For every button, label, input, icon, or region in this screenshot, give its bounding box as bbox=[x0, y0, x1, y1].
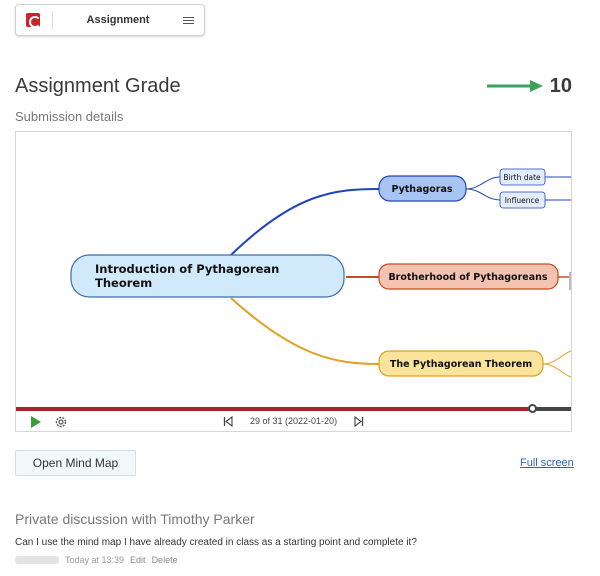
submission-details-label: Submission details bbox=[15, 109, 124, 124]
grade-value: 10 bbox=[549, 75, 572, 97]
sub-node-label: Birth date bbox=[503, 173, 541, 182]
app-header: Assignment bbox=[15, 4, 205, 36]
branch-label: The Pythagorean Theorem bbox=[390, 359, 532, 370]
connector-pythagoras bbox=[230, 188, 380, 256]
edit-link[interactable]: Edit bbox=[130, 555, 146, 565]
skip-next-icon[interactable] bbox=[354, 416, 364, 427]
connector-theorem bbox=[230, 297, 380, 365]
connector-theorem-tail bbox=[542, 350, 571, 365]
sub-node-label: Influence bbox=[505, 196, 540, 205]
frame-counter: 29 of 31 (2022-01-20) bbox=[250, 416, 338, 426]
timeline-handle[interactable] bbox=[528, 404, 538, 413]
mindmap-canvas: Introduction of Pythagorean Theorem Pyth… bbox=[70, 168, 572, 378]
header-divider bbox=[52, 11, 53, 29]
branch-node-brotherhood[interactable]: Brotherhood of Pythagoreans bbox=[378, 263, 559, 290]
discussion-meta: Today at 13:39 Edit Delete bbox=[15, 555, 178, 565]
player-controls: 29 of 31 (2022-01-20) bbox=[16, 411, 571, 431]
connector-theorem-tail2 bbox=[542, 363, 571, 378]
author-name-blurred bbox=[15, 556, 59, 564]
central-node-line2: Theorem bbox=[95, 276, 152, 290]
vertical-scrollbar[interactable] bbox=[569, 272, 572, 290]
timeline-progress[interactable] bbox=[16, 404, 571, 413]
connector-influence bbox=[465, 188, 501, 201]
central-node[interactable]: Introduction of Pythagorean Theorem bbox=[70, 254, 345, 298]
discussion-title: Private discussion with Timothy Parker bbox=[15, 511, 255, 527]
message-timestamp: Today at 13:39 bbox=[65, 555, 125, 565]
full-screen-link[interactable]: Full screen bbox=[520, 457, 574, 469]
central-node-line1: Introduction of Pythagorean bbox=[95, 262, 279, 276]
mindmap-viewer[interactable]: Introduction of Pythagorean Theorem Pyth… bbox=[15, 131, 572, 432]
page-title: Assignment Grade bbox=[15, 75, 181, 97]
sub-node-birthdate[interactable]: Birth date bbox=[499, 168, 546, 186]
open-mind-map-button[interactable]: Open Mind Map bbox=[15, 450, 136, 476]
skip-previous-icon[interactable] bbox=[223, 416, 233, 427]
sub-node-influence[interactable]: Influence bbox=[499, 191, 546, 209]
arrow-right-icon bbox=[487, 80, 543, 92]
branch-label: Pythagoras bbox=[391, 184, 452, 195]
delete-link[interactable]: Delete bbox=[151, 555, 178, 565]
header-title: Assignment bbox=[86, 14, 150, 26]
hamburger-icon[interactable] bbox=[183, 16, 194, 24]
timeline-progress-fill bbox=[16, 407, 533, 411]
play-icon[interactable] bbox=[31, 416, 41, 428]
branch-label: Brotherhood of Pythagoreans bbox=[388, 272, 547, 283]
branch-node-pythagoras[interactable]: Pythagoras bbox=[378, 175, 467, 202]
discussion-message: Can I use the mind map I have already cr… bbox=[15, 537, 417, 548]
branch-node-theorem[interactable]: The Pythagorean Theorem bbox=[378, 350, 544, 377]
connector-birthdate bbox=[465, 176, 501, 190]
app-logo-icon[interactable] bbox=[26, 13, 41, 28]
gear-icon[interactable] bbox=[54, 415, 68, 429]
